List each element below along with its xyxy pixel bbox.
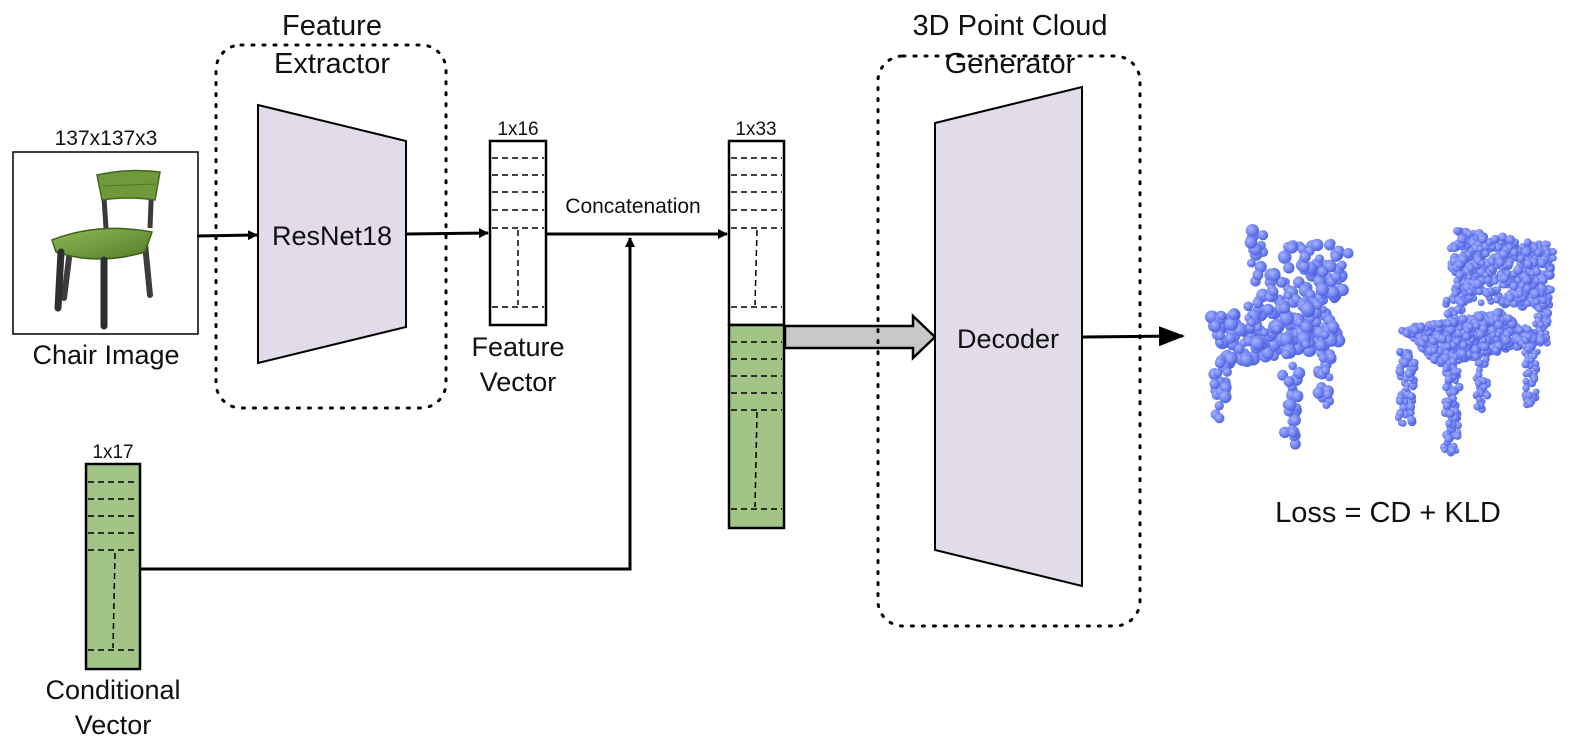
chair-image xyxy=(51,169,161,330)
feature-extractor-title-line2: Extractor xyxy=(274,48,390,80)
decoder-to-output-arrow xyxy=(1082,326,1185,347)
conditional-vector-caption-line1: Conditional xyxy=(45,675,180,705)
resnet18-block xyxy=(257,103,407,365)
generator-title-line1: 3D Point Cloud xyxy=(912,10,1107,42)
feature-vector-dims: 1x16 xyxy=(497,119,538,140)
generator-title-line2: Generator xyxy=(945,48,1076,80)
chair-image-caption: Chair Image xyxy=(32,340,179,370)
resnet18-label: ResNet18 xyxy=(272,221,392,251)
decoder-block xyxy=(934,85,1083,588)
concat-vector xyxy=(727,139,786,530)
concat-vector-dims: 1x33 xyxy=(735,119,776,140)
vector-to-decoder-arrow xyxy=(783,313,937,361)
feature-vector-caption-line2: Vector xyxy=(480,367,557,397)
loss-label: Loss = CD + KLD xyxy=(1275,497,1501,529)
ground-truth-point-cloud xyxy=(1394,227,1558,457)
conditional-vector xyxy=(84,462,142,671)
resnet-to-feature-arrow xyxy=(406,228,489,239)
feature-extractor-boundary xyxy=(214,43,448,410)
conditional-to-concat-arrow xyxy=(141,237,635,571)
input-dims-label: 137x137x3 xyxy=(55,127,158,150)
conditional-vector-caption-line2: Vector xyxy=(75,710,152,740)
concatenation-label: Concatenation xyxy=(565,195,700,218)
feature-vector-caption-line1: Feature xyxy=(471,332,564,362)
image-to-resnet-arrow xyxy=(196,230,258,241)
conditional-vector-dims: 1x17 xyxy=(92,442,133,463)
feature-vector xyxy=(488,139,548,327)
decoder-label: Decoder xyxy=(957,324,1059,354)
feature-extractor-title-line1: Feature xyxy=(282,10,382,42)
predicted-point-cloud xyxy=(1204,224,1354,450)
generator-boundary xyxy=(876,54,1142,628)
